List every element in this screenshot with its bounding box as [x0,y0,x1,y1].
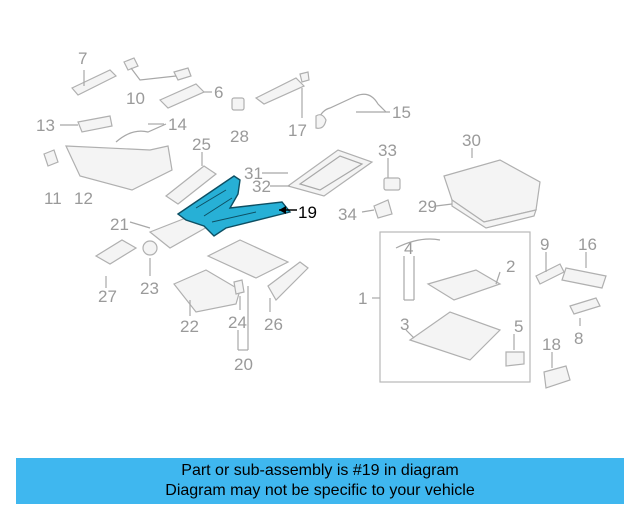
part-23 [142,240,158,256]
callout-22: 22 [180,317,199,336]
callout-21: 21 [110,215,129,234]
part-33 [383,177,401,191]
part-29 [451,198,537,229]
part-31-32 [286,149,374,197]
part-18 [543,365,571,389]
info-banner: Part or sub-assembly is #19 in diagram D… [16,458,624,504]
banner-line-2: Diagram may not be specific to your vehi… [165,482,475,499]
callout-28: 28 [230,127,249,146]
part-22 [173,269,241,313]
callout-27: 27 [98,287,117,306]
callout-15: 15 [392,103,411,122]
callout-33: 33 [378,141,397,160]
part-13 [77,115,113,133]
part-16 [561,267,607,289]
callout-9: 9 [540,235,549,254]
callout-30: 30 [462,131,481,150]
part-27 [94,239,138,265]
part-11 [43,149,59,167]
callout-26: 26 [264,315,283,334]
callout-labels: 7 10 6 28 17 15 13 14 25 30 33 31 32 11 … [36,49,597,374]
callout-34: 34 [338,205,357,224]
callout-5: 5 [514,317,523,336]
part-20-rail [206,239,290,279]
part-1-box [379,231,531,383]
callout-25: 25 [192,135,211,154]
part-10 [123,57,192,81]
banner-line-1: Part or sub-assembly is #19 in diagram [181,462,459,479]
part-12 [65,145,173,191]
part-8 [569,297,601,315]
part-24 [233,279,245,295]
callout-19: 19 [298,203,317,222]
callout-11: 11 [44,189,62,208]
callout-7: 7 [78,49,87,68]
leader-lines [60,70,587,368]
part-14 [115,123,167,143]
callout-29: 29 [418,197,437,216]
part-9 [535,263,565,285]
callout-24: 24 [228,313,247,332]
callout-8: 8 [574,329,583,348]
callout-17: 17 [288,121,307,140]
part-26 [267,261,309,301]
part-34 [373,199,393,219]
callout-31: 31 [244,164,263,183]
parts-diagram: 7 10 6 28 17 15 13 14 25 30 33 31 32 11 … [36,49,607,389]
part-7 [71,69,118,96]
callout-3: 3 [400,315,409,334]
part-5 [505,351,525,367]
callout-4: 4 [404,239,413,258]
part-15 [315,93,387,129]
callout-32: 32 [252,177,271,196]
callout-1: 1 [358,289,367,308]
callout-2: 2 [506,257,515,276]
callout-6: 6 [214,83,223,102]
callout-13: 13 [36,116,55,135]
part-28 [231,97,245,111]
part-25 [164,165,218,205]
callout-14: 14 [168,115,187,134]
callout-23: 23 [140,279,159,298]
callout-18: 18 [542,335,561,354]
callout-10: 10 [126,89,145,108]
callout-12: 12 [74,189,93,208]
callout-20: 20 [234,355,253,374]
part-6 [158,83,206,109]
callout-16: 16 [578,235,597,254]
part-17 [254,71,310,105]
